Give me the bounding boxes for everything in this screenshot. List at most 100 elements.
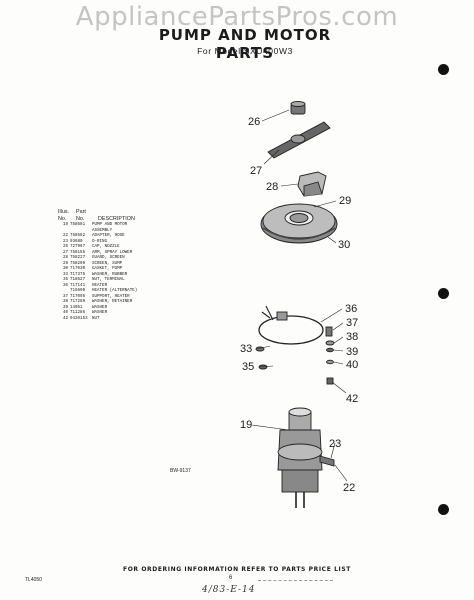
callout-27: 27: [250, 165, 262, 177]
illus-cell: 42: [62, 316, 68, 321]
description-cell: WASHER, RETAINER: [92, 300, 133, 304]
page-number: 6: [229, 575, 233, 581]
part-number-cell: 717095: [70, 294, 86, 299]
callout-28: 28: [266, 181, 278, 193]
pump-motor-icon: [277, 407, 335, 508]
watermark: AppliancePartsPros.com: [75, 2, 399, 32]
description-cell: NUT, TERMINAL: [92, 278, 125, 282]
table-header-top: Illus. Part: [58, 209, 86, 215]
illus-cell: 23: [62, 239, 68, 244]
handwritten-note: 4/83-E-14: [202, 585, 256, 595]
part-number-cell: 758227: [70, 256, 86, 260]
callout-36: 36: [345, 303, 357, 315]
illus-cell: 19: [62, 223, 68, 227]
illus-cell: 33: [62, 272, 68, 277]
callout-37: 37: [346, 317, 358, 329]
description-cell: WASHER: [92, 311, 108, 315]
description-cell: O-RING: [92, 239, 108, 244]
diagram-code: BW-9137: [170, 468, 191, 474]
illus-cell: 26: [62, 245, 68, 249]
description-cell: HEATER: [92, 283, 108, 288]
illus-cell: 27: [62, 250, 68, 255]
part-number-cell: 718527: [70, 278, 86, 282]
description-cell: PUMP AND MOTOR: [92, 223, 128, 227]
part-number-cell: 9420153: [70, 316, 88, 321]
page-title: PUMP AND MOTOR PARTS: [158, 26, 332, 62]
illus-cell: 29: [62, 261, 68, 266]
part-number-cell: 14051: [70, 305, 83, 310]
description-cell: SCREEN, SUMP: [92, 261, 123, 266]
nozzle-cap-icon: [290, 101, 306, 115]
binder-hole-mark: [438, 288, 449, 299]
spray-arm-icon: [267, 121, 331, 159]
description-cell: WASHER, RUBBER: [92, 272, 128, 277]
callout-39: 39: [346, 346, 358, 358]
description-cell: NUT: [92, 316, 100, 321]
form-code: TL4050: [25, 577, 42, 583]
model-subtitle: For Model SXU400W3: [197, 46, 293, 56]
divider: [258, 580, 333, 581]
part-number-cell: 716690: [70, 289, 86, 293]
callout-38: 38: [346, 331, 358, 343]
table-header-bottom: No. No. DESCRIPTION: [58, 216, 135, 222]
illus-cell: 30: [62, 267, 68, 271]
description-cell: SUPPORT, HEATER: [92, 294, 130, 299]
callout-19: 19: [240, 419, 252, 431]
description-cell: CAP, NOZZLE: [92, 245, 120, 249]
leader-lines: [251, 109, 348, 482]
callout-33: 33: [240, 343, 252, 355]
illus-cell: 39: [62, 305, 68, 310]
binder-hole-mark: [438, 64, 449, 75]
description-cell: GASKET, PUMP: [92, 267, 123, 271]
callout-40: 40: [346, 359, 358, 371]
callout-42: 42: [346, 393, 358, 405]
illus-cell: 38: [62, 300, 68, 304]
heater-element-icon: [258, 305, 324, 345]
part-number-cell: 93680: [70, 239, 83, 244]
part-number-cell: 717141: [70, 283, 86, 288]
callout-22: 22: [343, 482, 355, 494]
illus-cell: 36: [62, 283, 68, 288]
callout-23: 23: [329, 438, 341, 450]
part-number-cell: 717289: [70, 300, 86, 304]
illus-cell: 28: [62, 256, 68, 260]
description-cell: HEATER (ALTERNATE): [92, 289, 138, 293]
callout-29: 29: [339, 195, 351, 207]
table-row: ASSEMBLY: [58, 229, 208, 235]
part-number-cell: 717030: [70, 267, 86, 271]
callout-30: 30: [338, 239, 350, 251]
part-number-cell: 758582: [70, 234, 86, 238]
heater-hardware-icon: [255, 326, 335, 385]
description-cell: GUARD, SCREEN: [92, 256, 125, 260]
part-number-cell: 727967: [70, 245, 86, 249]
part-number-cell: 711286: [70, 311, 86, 315]
description-cell: ASSEMBLY: [92, 228, 113, 233]
part-number-cell: 758206: [70, 261, 86, 266]
description-cell: ARM, SPRAY LOWER: [92, 250, 133, 255]
illus-cell: 22: [62, 234, 68, 238]
part-number-cell: 758581: [70, 223, 86, 227]
illus-cell: 37: [62, 294, 68, 299]
table-row: 716690 HEATER (ALTERNATE): [58, 289, 208, 295]
sump-screen-icon: [260, 203, 338, 244]
part-number-cell: 758155: [70, 250, 86, 255]
callout-35: 35: [242, 361, 254, 373]
